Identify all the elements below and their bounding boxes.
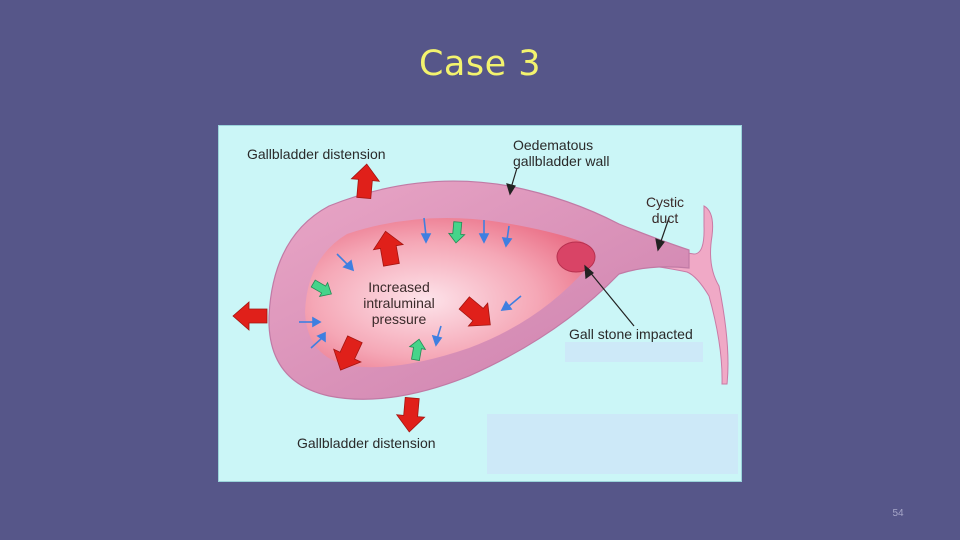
green-arrow-bottom [408, 338, 427, 362]
label-pressure-line1: Increased [368, 279, 429, 295]
leader-lines [506, 167, 670, 327]
diagram-svg: Gallbladder distension Oedematous gallbl… [232, 137, 738, 474]
blank-box-large [487, 414, 738, 474]
pressure-arrow-down-right [458, 296, 491, 327]
label-duct-line2: duct [652, 210, 679, 226]
label-pressure-line2: intraluminal [363, 295, 435, 311]
label-distension-bottom: Gallbladder distension [297, 435, 436, 451]
pressure-arrow-down-left [333, 335, 363, 371]
pressure-arrow-up [372, 230, 405, 267]
green-arrow-left [310, 279, 332, 297]
blue-arrows [299, 217, 522, 349]
outward-arrow-left [232, 301, 268, 331]
gall-stone [556, 241, 596, 273]
label-duct-line1: Cystic [646, 194, 684, 210]
page-number: 54 [892, 508, 904, 519]
gallbladder-lumen [305, 218, 593, 368]
label-wall-line2: gallbladder wall [513, 153, 610, 169]
outward-arrow-bottom [395, 397, 426, 433]
outward-arrow-top [350, 163, 381, 199]
gallbladder-diagram: Gallbladder distension Oedematous gallbl… [218, 125, 742, 482]
label-gall-stone: Gall stone impacted [569, 326, 693, 342]
green-arrow-top [447, 221, 466, 244]
label-distension-top: Gallbladder distension [247, 146, 386, 162]
label-pressure-line3: pressure [372, 311, 427, 327]
slide-title: Case 3 [418, 44, 542, 84]
blank-box-small [565, 342, 703, 362]
label-wall-line1: Oedematous [513, 137, 593, 153]
